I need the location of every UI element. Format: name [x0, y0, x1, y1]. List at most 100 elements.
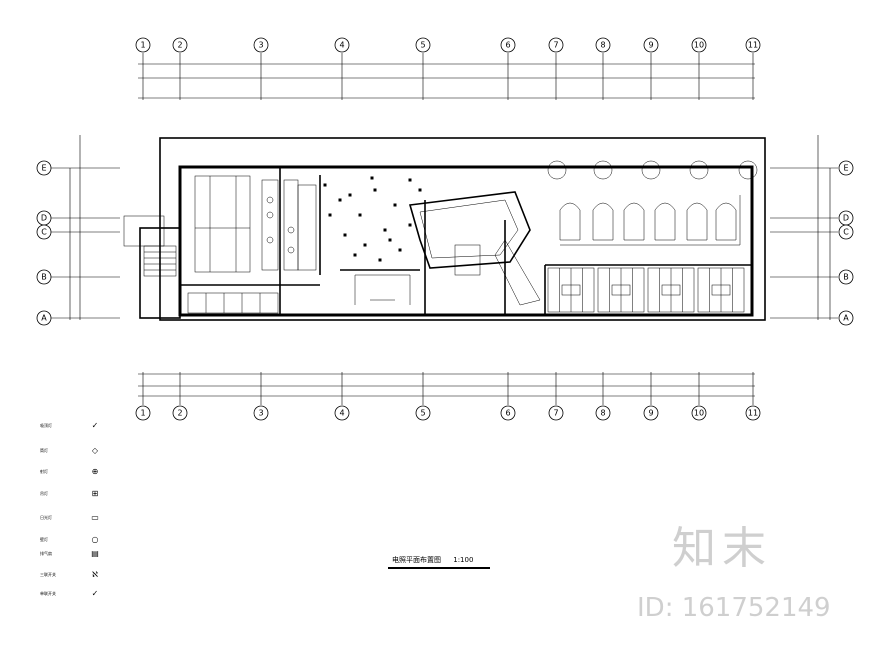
column-bubble-bottom — [745, 405, 761, 421]
legend-symbol: ⊞ — [92, 489, 99, 498]
drawing-title: 电照平面布置图 1:100 — [392, 555, 473, 565]
column-label-top: 3 — [258, 41, 263, 50]
legend-label: 三联开关 — [40, 571, 56, 577]
row-label-left: E — [41, 164, 46, 173]
column-bubble-bottom — [135, 405, 151, 421]
row-label-left: D — [41, 214, 47, 223]
watermark-id: ID: 161752149 — [637, 593, 831, 623]
spotlight-mark — [418, 188, 422, 192]
column-label-bottom: 6 — [505, 409, 510, 418]
column-bubble-bottom — [172, 405, 188, 421]
spotlight-scatter — [323, 176, 422, 262]
row-bubble-right — [838, 224, 854, 240]
arch-room — [623, 202, 645, 241]
column-bubble-bottom — [691, 405, 707, 421]
legend-symbol: ○ — [92, 535, 99, 544]
column-label-bottom: 4 — [339, 409, 344, 418]
central-bar-structure — [408, 191, 541, 306]
column-label-bottom: 3 — [258, 409, 263, 418]
arch-room — [559, 202, 581, 241]
private-dining-arches — [559, 202, 737, 241]
column-bubble-bottom — [500, 405, 516, 421]
legend-symbol: ▭ — [91, 513, 99, 522]
legend-label: 单联开关 — [40, 590, 56, 596]
legend-symbol: ℵ — [92, 570, 98, 579]
booth-table — [561, 284, 581, 296]
spotlight-mark — [363, 243, 367, 247]
row-label-right: E — [843, 164, 848, 173]
booth-rows-right — [547, 267, 745, 313]
column-label-top: 9 — [648, 41, 653, 50]
column-label-bottom: 7 — [553, 409, 558, 418]
column-bubble-top — [172, 37, 188, 53]
booth-seats-bottom — [187, 292, 279, 314]
row-label-right: D — [843, 214, 849, 223]
column-bubble-bottom — [415, 405, 431, 421]
spotlight-mark — [370, 176, 374, 180]
column-label-bottom: 8 — [600, 409, 605, 418]
spotlight-mark — [328, 213, 332, 217]
building-walls — [123, 137, 766, 321]
column-bubble-top — [253, 37, 269, 53]
booth-table — [711, 284, 731, 296]
spotlight-mark — [358, 213, 362, 217]
watermark-brand: 知末 — [672, 523, 772, 574]
spotlight-mark — [348, 193, 352, 197]
spotlight-mark — [353, 253, 357, 257]
column-bubble-top — [643, 37, 659, 53]
legend-label: 射灯 — [40, 468, 48, 474]
column-label-top: 4 — [339, 41, 344, 50]
legend-symbol: ⊕ — [92, 467, 99, 476]
row-label-right: C — [843, 228, 849, 237]
dining-tables — [194, 175, 251, 273]
spotlight-mark — [383, 228, 387, 232]
column-bubble-top — [500, 37, 516, 53]
legend-label: 吊灯 — [40, 490, 48, 496]
column-label-top: 1 — [140, 41, 145, 50]
top-dimension-chain — [138, 63, 755, 99]
spotlight-mark — [408, 178, 412, 182]
column-bubble-top — [595, 37, 611, 53]
spotlight-mark — [378, 258, 382, 262]
legend-symbol: ✓ — [92, 421, 99, 430]
column-bubble-bottom — [253, 405, 269, 421]
arch-room — [654, 202, 676, 241]
spotlight-mark — [343, 233, 347, 237]
column-label-bottom: 9 — [648, 409, 653, 418]
column-bubble-top — [334, 37, 350, 53]
booth-table — [611, 284, 631, 296]
column-label-bottom: 11 — [748, 409, 758, 418]
row-label-right: B — [843, 273, 849, 282]
legend-label: 排气扇 — [40, 550, 52, 556]
row-label-left: B — [41, 273, 47, 282]
row-bubble-left — [36, 310, 52, 326]
column-bubble-bottom — [595, 405, 611, 421]
legend-label: 吸顶灯 — [40, 422, 52, 428]
bottom-dimension-chain — [138, 373, 755, 397]
column-bubble-bottom — [643, 405, 659, 421]
arch-room — [592, 202, 614, 241]
arch-room — [686, 202, 708, 241]
column-label-bottom: 5 — [420, 409, 425, 418]
row-bubble-right — [838, 269, 854, 285]
legend-symbol: ✓ — [92, 589, 99, 598]
spotlight-mark — [323, 183, 327, 187]
column-label-top: 2 — [177, 41, 182, 50]
arch-room — [715, 202, 737, 241]
column-label-top: 7 — [553, 41, 558, 50]
row-bubble-left — [36, 224, 52, 240]
wiring-lines — [354, 195, 741, 305]
spotlight-mark — [408, 223, 412, 227]
column-bubble-bottom — [548, 405, 564, 421]
column-bubble-top — [691, 37, 707, 53]
column-label-top: 11 — [748, 41, 758, 50]
column-label-top: 10 — [694, 41, 704, 50]
row-bubble-left — [36, 269, 52, 285]
booth-table — [661, 284, 681, 296]
column-bubble-top — [548, 37, 564, 53]
column-bubble-bottom — [334, 405, 350, 421]
legend-symbol: ▤ — [91, 549, 99, 558]
